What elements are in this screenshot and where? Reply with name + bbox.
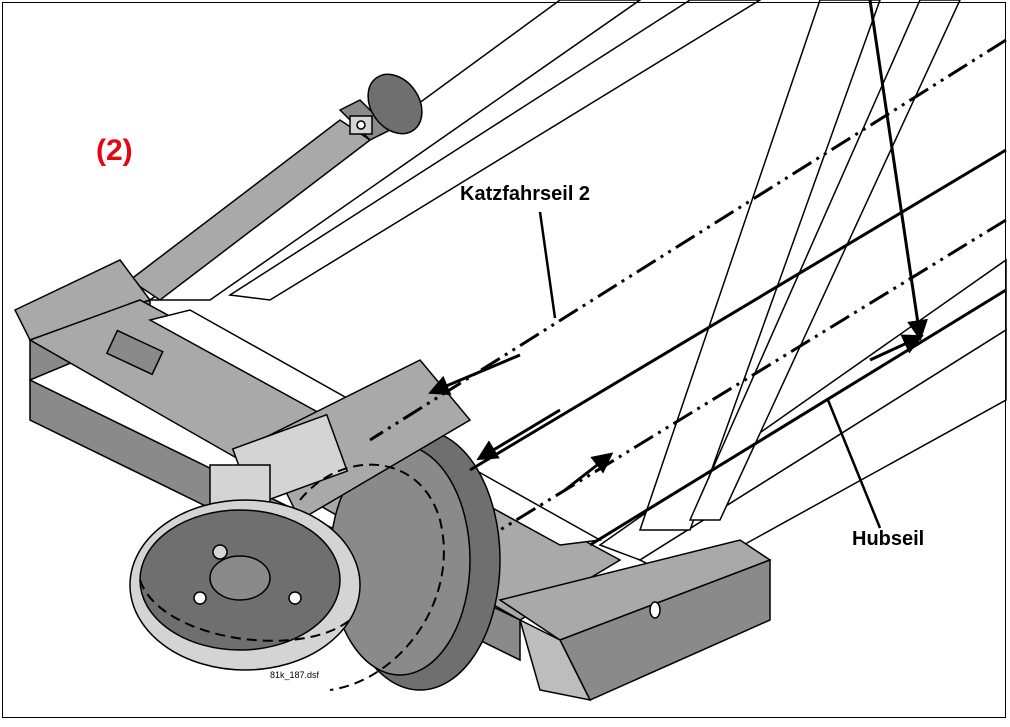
hoist-rope-arrow xyxy=(869,334,924,362)
upper-arm xyxy=(128,73,423,301)
end-block-right xyxy=(498,539,772,702)
figure-number: (2) xyxy=(96,134,133,167)
hoist-rope-lines xyxy=(469,148,1007,547)
rope-path-on-sheave xyxy=(139,579,351,642)
hoist-rope-arrow-left xyxy=(476,408,561,461)
trolley-rope-arrow xyxy=(428,353,521,396)
trolley-rope-label: Katzfahrseil 2 xyxy=(460,183,591,205)
trolley-rope-leader xyxy=(538,211,557,319)
file-code: 81k_187.dsf xyxy=(270,670,320,680)
hoist-rope-leader xyxy=(826,399,882,529)
rope-path-on-drum xyxy=(299,463,445,691)
trolley-rope-return-arrow xyxy=(564,452,614,492)
hoist-rope-arrow-right xyxy=(868,0,928,342)
hoist-rope-label: Hubseil xyxy=(852,528,925,550)
boom-frame-tubes xyxy=(147,0,1007,581)
rope-drum xyxy=(129,359,501,691)
